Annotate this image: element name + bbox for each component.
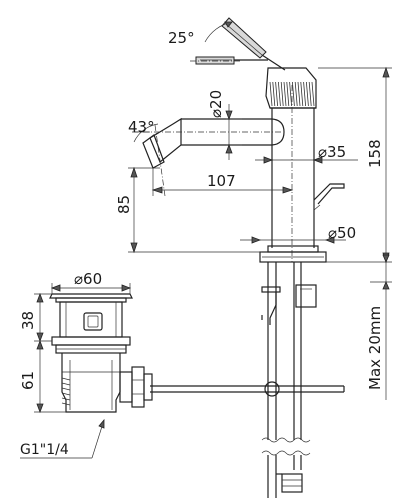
cartridge-rib bbox=[311, 81, 315, 107]
lower-connector bbox=[267, 455, 303, 498]
cartridge-rib bbox=[289, 81, 292, 107]
thread-line bbox=[61, 387, 71, 391]
label-base-diameter: ⌀50 bbox=[328, 224, 356, 242]
cartridge-rib bbox=[294, 81, 298, 107]
cartridge-rib bbox=[283, 81, 287, 107]
label-spout-reach: 107 bbox=[207, 172, 236, 190]
cartridge-head bbox=[265, 67, 317, 109]
label-waste-diameter: ⌀60 bbox=[74, 270, 102, 288]
pull-rod bbox=[150, 381, 345, 397]
thread-line bbox=[61, 397, 71, 401]
label-lever-angle: 25° bbox=[168, 29, 195, 47]
thread-line bbox=[61, 402, 71, 406]
label-spout-diameter: ⌀20 bbox=[207, 90, 225, 118]
label-waste-lower-height: 61 bbox=[19, 371, 37, 390]
cartridge-rib bbox=[280, 81, 284, 107]
mounting-assembly bbox=[261, 262, 317, 440]
label-mounting-max: Max 20mm bbox=[366, 306, 384, 390]
cartridge-rib bbox=[278, 81, 281, 107]
thread-line bbox=[61, 382, 71, 386]
cartridge-rib bbox=[292, 81, 295, 107]
faucet-body bbox=[271, 85, 315, 262]
label-waste-thread: G1"1/4 bbox=[20, 442, 69, 458]
label-total-height: 158 bbox=[366, 139, 384, 168]
faucet-base bbox=[259, 245, 327, 263]
cartridge-rib bbox=[272, 81, 276, 107]
cartridge-rib bbox=[297, 81, 301, 107]
break-lines bbox=[261, 437, 311, 456]
pop-up-rod bbox=[313, 183, 345, 211]
waste-drain bbox=[49, 293, 153, 413]
label-body-diameter: ⌀35 bbox=[318, 143, 346, 161]
cartridge-rib bbox=[286, 81, 290, 107]
thread-line bbox=[61, 377, 71, 381]
label-spout-height: 85 bbox=[115, 195, 133, 214]
cartridge-rib bbox=[269, 81, 273, 107]
thread-line bbox=[61, 392, 71, 396]
faucet bbox=[132, 17, 345, 498]
cartridge-rib bbox=[275, 81, 278, 107]
cartridge-rib bbox=[308, 81, 312, 107]
cartridge-rib bbox=[300, 81, 304, 107]
lever-handle-horizontal bbox=[190, 56, 268, 65]
label-spout-angle: 43° bbox=[128, 118, 155, 136]
label-waste-upper-height: 38 bbox=[19, 311, 37, 330]
dimension-lines bbox=[20, 21, 392, 459]
cartridge-rib bbox=[303, 81, 306, 107]
cartridge-rib bbox=[306, 81, 309, 107]
